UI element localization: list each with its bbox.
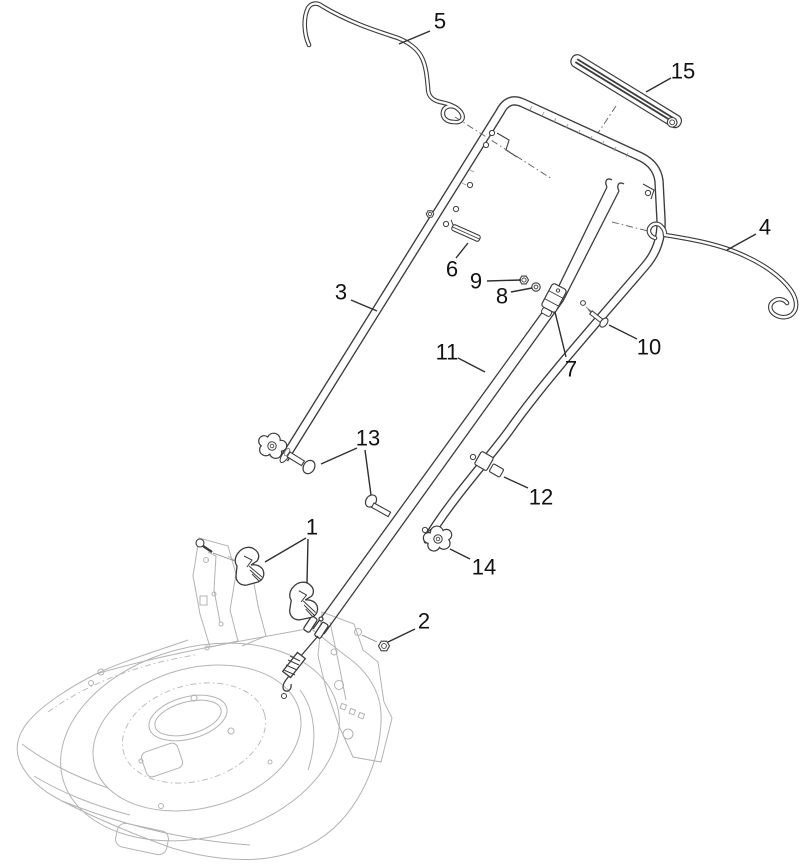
alignment-lines: [595, 105, 649, 232]
leader-line-15: [645, 77, 672, 93]
leader-line-3: [350, 299, 378, 312]
knob-part14: [421, 523, 455, 554]
upper-bail-part5: [302, 1, 465, 125]
part-label-9: 9: [470, 269, 482, 294]
cable-spring: [281, 651, 307, 679]
part-label-2: 2: [418, 609, 430, 634]
handle-holes: [421, 129, 652, 534]
washer-part8: [531, 282, 541, 292]
deck-silhouette: [16, 627, 382, 860]
cable-z-hook: [282, 675, 292, 692]
leader-line-9: [486, 279, 522, 282]
cable-right-hook: [617, 182, 625, 192]
part-label-7: 7: [565, 357, 577, 382]
part-label-11: 11: [436, 340, 459, 365]
mower-deck: [16, 537, 393, 860]
part-label-8: 8: [496, 284, 508, 309]
cable-right: [323, 190, 620, 635]
screw-part10: [587, 308, 609, 328]
upper-handle: [279, 96, 666, 544]
bolt-part13a: [283, 447, 316, 475]
bail-mount-tab-left: [496, 132, 518, 158]
grip-part15: [570, 54, 683, 129]
deck-center-hole-inner: [154, 699, 222, 737]
leader-line-2: [387, 628, 416, 643]
hardware: [195, 210, 609, 652]
deck-skirt-arc-2: [33, 775, 131, 816]
part-label-10: 10: [637, 335, 661, 360]
part-label-5: 5: [434, 9, 446, 34]
bail5-alignment-line: [454, 116, 553, 180]
leader-line-7: [554, 311, 567, 358]
leader-line-1-2: [306, 538, 309, 584]
leader-line-13-2: [364, 449, 372, 496]
clamp-part7: [540, 283, 567, 317]
leader-line-12: [503, 476, 529, 489]
leader-line-11: [457, 357, 486, 373]
part-label-6: 6: [446, 257, 458, 282]
deck-skirt-arc-1: [21, 743, 109, 789]
part-label-4: 4: [759, 215, 771, 240]
deck-front-tab: [115, 822, 169, 856]
deck-plate: [140, 742, 184, 778]
ferrule-nub-2: [318, 616, 324, 622]
bolt-part2: [361, 634, 391, 652]
part-label-12: 12: [529, 485, 553, 510]
leader-line-1: [264, 537, 307, 563]
screw10-alignment: [585, 306, 592, 312]
leader-line-14: [449, 548, 471, 560]
deck-top-rim: [95, 627, 313, 675]
part-label-14: 14: [472, 555, 496, 580]
deck-right-curve: [299, 689, 315, 771]
leader-line-5: [398, 30, 431, 45]
deck-bottom-arc: [61, 800, 251, 846]
deck-right-bracket: [317, 611, 393, 763]
leader-line-10: [608, 324, 638, 340]
knob-left: [254, 429, 290, 462]
deck-bolt-holes: [88, 645, 273, 809]
left-bracket-bolt: [195, 538, 236, 562]
deck-dome-mid: [92, 664, 302, 812]
bail4-alignment-line: [611, 221, 649, 232]
bail-mount-tab-right: [642, 183, 655, 200]
part-label-1: 1: [306, 515, 318, 540]
small-nut: [425, 210, 435, 218]
part-label-15: 15: [671, 59, 695, 84]
cable-tie-part6: [450, 219, 481, 242]
leader-line-6: [455, 242, 469, 259]
deck-center-hole: [148, 694, 228, 742]
handlebar-texture: [461, 105, 629, 186]
deck-dome-outer: [60, 642, 340, 842]
deck-dashed-arc: [47, 654, 196, 713]
part-label-13: 13: [356, 426, 380, 451]
cable-anchor-hole: [281, 693, 287, 699]
grip-alignment-line: [595, 105, 617, 137]
deck-dome-inner: [121, 682, 267, 784]
cable-left-hook: [605, 178, 613, 188]
handle-tube-fill: [281, 97, 665, 540]
cable-lower: [299, 635, 319, 658]
part-label-3: 3: [335, 280, 347, 305]
lower-bail-part4: [646, 221, 799, 320]
leader-line-4: [726, 233, 757, 251]
bolt-part13b: [364, 494, 392, 518]
cable-ferrule-1: [303, 615, 318, 633]
leader-line-13: [320, 447, 358, 465]
spacer-part12: [474, 451, 504, 478]
leader-line-8: [510, 287, 533, 293]
spring-coils: [283, 655, 301, 676]
